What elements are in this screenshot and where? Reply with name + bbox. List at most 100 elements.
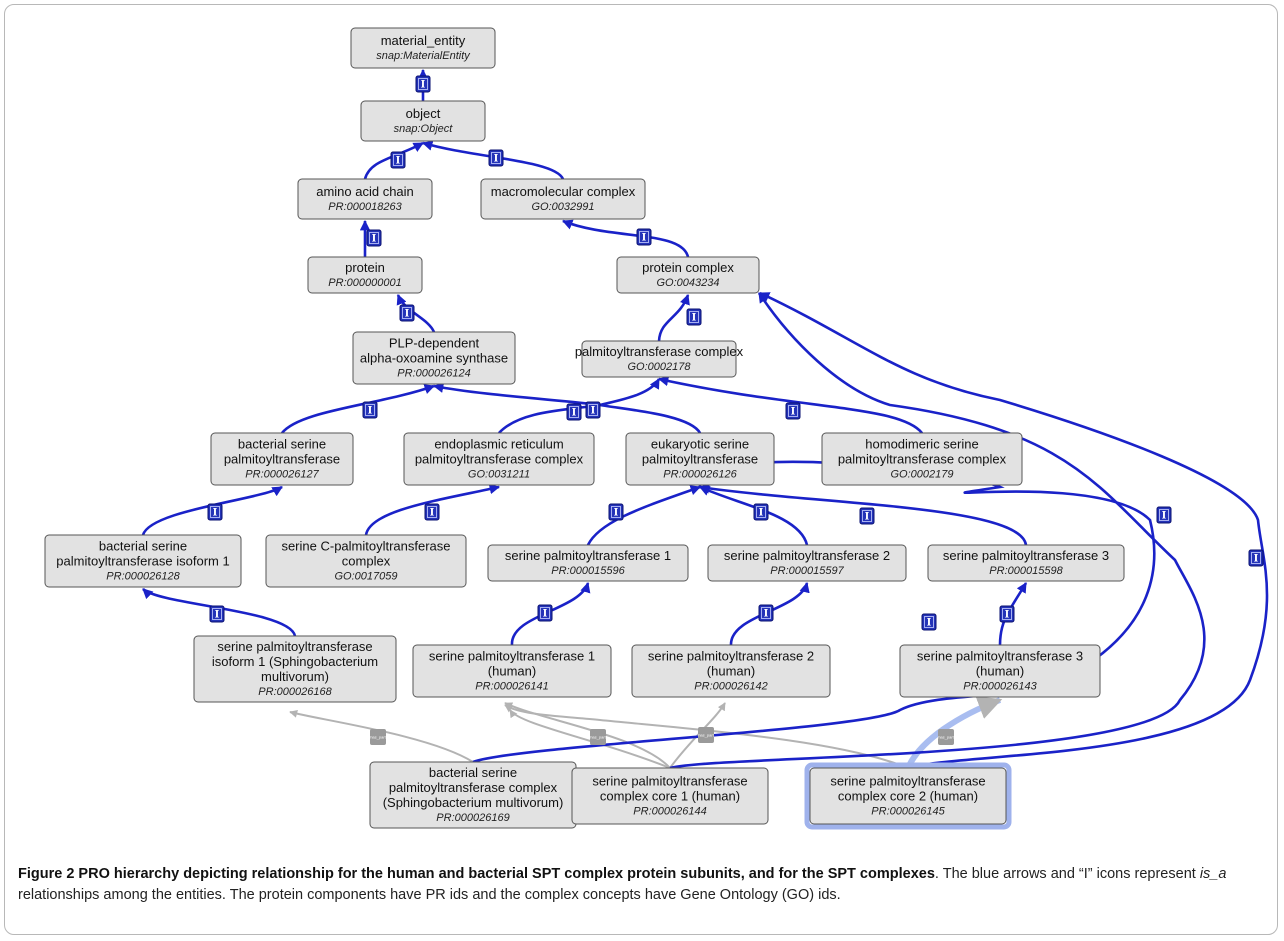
node-label: isoform 1 (Sphingobacterium — [212, 654, 378, 669]
node-label: eukaryotic serine — [651, 437, 749, 452]
is-a-edge — [422, 140, 565, 180]
node-label: bacterial serine — [238, 437, 326, 452]
is-a-marker[interactable]: I — [362, 401, 378, 419]
node-label: alpha-oxoamine synthase — [360, 351, 508, 366]
is-a-marker[interactable]: I — [488, 149, 504, 167]
node-identifier: PR:000015598 — [989, 565, 1063, 577]
is-a-marker[interactable]: I — [999, 605, 1015, 623]
node-label: protein complex — [642, 260, 734, 275]
node-identifier: PR:000026168 — [258, 686, 332, 698]
node-spt3-h[interactable]: serine palmitoyltransferase 3(human)PR:0… — [899, 644, 1101, 698]
svg-text:I: I — [1005, 610, 1010, 621]
is-a-edge — [599, 378, 702, 434]
node-label: serine palmitoyltransferase — [830, 774, 985, 789]
is-a-marker[interactable]: I — [758, 604, 774, 622]
node-box — [210, 432, 354, 486]
has-part-marker[interactable]: has_part — [698, 727, 715, 743]
is-a-marker[interactable]: I — [608, 503, 624, 521]
node-label: palmitoyltransferase — [224, 452, 340, 467]
svg-text:I: I — [759, 508, 764, 519]
is-a-marker[interactable]: I — [636, 228, 652, 246]
is-a-edge — [669, 292, 1206, 770]
is-a-marker[interactable]: I — [415, 75, 431, 93]
node-identifier: PR:000026145 — [871, 806, 945, 818]
is-a-marker[interactable]: I — [566, 403, 582, 421]
is-a-marker[interactable]: I — [366, 229, 382, 247]
node-label: amino acid chain — [316, 184, 414, 199]
has-part-marker[interactable]: has_part — [370, 729, 387, 745]
node-identifier: PR:000026144 — [633, 806, 706, 818]
node-box — [360, 100, 486, 142]
pro-hierarchy-graph: material_entitysnap:MaterialEntityobject… — [44, 27, 1269, 830]
is-a-edge — [698, 483, 1028, 546]
is-a-marker[interactable]: I — [686, 308, 702, 326]
node-box — [581, 340, 737, 378]
node-bact-spt[interactable]: bacterial serinepalmitoyltransferasePR:0… — [210, 432, 354, 486]
svg-text:I: I — [494, 154, 499, 165]
caption-title-end: . — [934, 866, 939, 882]
node-label: serine palmitoyltransferase — [217, 639, 372, 654]
is-a-marker[interactable]: I — [753, 503, 769, 521]
node-identifier: GO:0043234 — [657, 277, 720, 289]
is-a-marker[interactable]: I — [859, 507, 875, 525]
is-a-marker[interactable]: I — [424, 503, 440, 521]
has-part-marker[interactable]: has_part — [938, 729, 955, 745]
node-label: palmitoyltransferase — [642, 452, 758, 467]
node-label: endoplasmic reticulum — [434, 437, 563, 452]
is-a-marker[interactable]: I — [209, 605, 225, 623]
node-spt2[interactable]: serine palmitoyltransferase 2PR:00001559… — [707, 544, 907, 582]
svg-text:I: I — [614, 508, 619, 519]
node-identifier: PR:000026126 — [663, 469, 737, 481]
node-er-complex[interactable]: endoplasmic reticulumpalmitoyltransferas… — [403, 432, 595, 486]
node-spt3[interactable]: serine palmitoyltransferase 3PR:00001559… — [927, 544, 1125, 582]
node-box — [193, 635, 397, 703]
is-a-marker[interactable]: I — [921, 613, 937, 631]
node-box — [480, 178, 646, 220]
node-spt1-h[interactable]: serine palmitoyltransferase 1(human)PR:0… — [412, 644, 612, 698]
node-label: homodimeric serine — [865, 437, 978, 452]
is-a-marker[interactable]: I — [399, 304, 415, 322]
is-a-marker[interactable]: I — [537, 604, 553, 622]
node-box — [707, 544, 907, 582]
is-a-marker[interactable]: I — [785, 402, 801, 420]
node-box — [265, 534, 467, 588]
node-identifier: PR:000018263 — [328, 201, 402, 213]
is-a-edge — [586, 485, 701, 546]
node-label: (Sphingobacterium multivorum) — [383, 795, 564, 810]
node-label: complex core 2 (human) — [838, 789, 978, 804]
node-identifier: PR:000015597 — [770, 565, 844, 577]
caption-relation-term: is_a — [1199, 866, 1227, 882]
node-euk-spt[interactable]: eukaryotic serinepalmitoyltransferasePR:… — [625, 432, 775, 486]
has-part-marker[interactable]: has_part — [590, 729, 607, 745]
node-box — [297, 178, 433, 220]
is-a-marker[interactable]: I — [585, 401, 601, 419]
figure-caption: Figure 2 PRO hierarchy depicting relatio… — [18, 864, 1268, 906]
svg-text:has_part: has_part — [370, 735, 386, 740]
node-spt2-h[interactable]: serine palmitoyltransferase 2(human)PR:0… — [631, 644, 831, 698]
is-a-marker[interactable]: I — [207, 503, 223, 521]
node-spt1[interactable]: serine palmitoyltransferase 1PR:00001559… — [487, 544, 689, 582]
is-a-marker[interactable]: I — [1156, 506, 1172, 524]
node-box — [625, 432, 775, 486]
node-label: object — [406, 106, 441, 121]
node-identifier: PR:000026143 — [963, 681, 1037, 693]
is-a-marker[interactable]: I — [390, 151, 406, 169]
node-serine-c[interactable]: serine C-palmitoyltransferasecomplexGO:0… — [265, 534, 467, 588]
caption-text-b: relationships among the entities. The pr… — [18, 887, 841, 903]
is-a-marker[interactable]: I — [1248, 549, 1264, 567]
node-label: serine palmitoyltransferase 1 — [429, 649, 595, 664]
